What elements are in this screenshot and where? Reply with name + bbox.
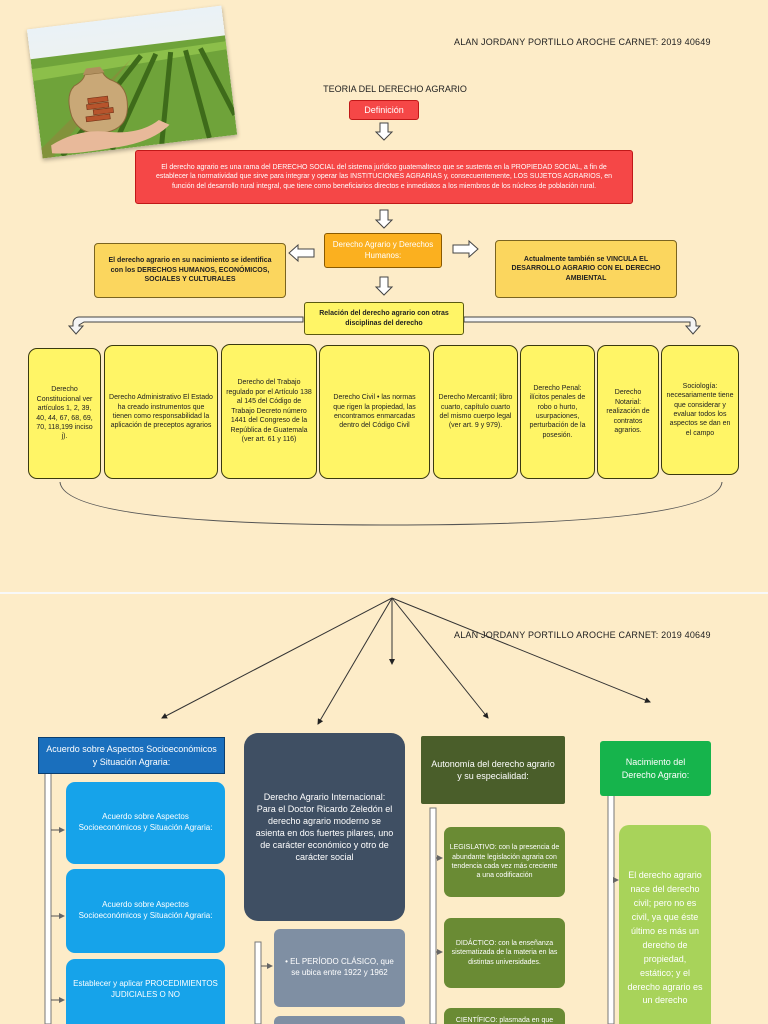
- arrow-down-icon: [374, 276, 394, 296]
- disciplina-text: Derecho Penal: ilícitos penales de robo …: [529, 384, 586, 439]
- col3-item: CIENTÍFICO: plasmada en que: [444, 1008, 565, 1024]
- arrow-left-icon: [288, 243, 315, 263]
- col2-item-text: • EL PERÍODO CLÁSICO, que se ubica entre…: [285, 957, 394, 977]
- arrow-down-icon: [374, 122, 394, 141]
- farm-image: [26, 5, 238, 159]
- col1-header: Acuerdo sobre Aspectos Socioeconómicos y…: [38, 737, 225, 774]
- author-line-2: ALAN JORDANY PORTILLO AROCHE CARNET: 201…: [454, 630, 711, 640]
- relacion-text: Relación del derecho agrario con otras d…: [319, 310, 449, 327]
- col1-item-text: Acuerdo sobre Aspectos Socioeconómicos y…: [78, 900, 213, 920]
- disciplina-trabajo: Derecho del Trabajo regulado por el Artí…: [221, 344, 317, 479]
- col3-item: LEGISLATIVO: con la presencia de abundan…: [444, 827, 565, 897]
- disciplina-text: Derecho Civil • las normas que rigen la …: [333, 394, 416, 430]
- col2-item-partial: [274, 1016, 405, 1024]
- disciplina-text: Derecho del Trabajo regulado por el Artí…: [226, 379, 312, 444]
- right-note-text: Actualmente también se VINCULA EL DESARR…: [511, 255, 661, 282]
- col3-header-text: Autonomía del derecho agrario y su espec…: [431, 758, 555, 781]
- disciplina-constitucional: Derecho Constitucional ver artículos 1, …: [28, 348, 101, 479]
- derechos-humanos-text: Derecho Agrario y Derechos Humanos:: [332, 239, 434, 260]
- col1-item: Establecer y aplicar PROCEDIMIENTOS JUDI…: [66, 959, 225, 1024]
- page-title: TEORIA DEL DERECHO AGRARIO: [323, 84, 467, 94]
- disciplina-penal: Derecho Penal: ilícitos penales de robo …: [520, 345, 595, 479]
- col4-header: Nacimiento del Derecho Agrario:: [600, 741, 711, 796]
- bracket-left: [67, 316, 304, 335]
- col3-item: DIDÁCTICO: con la enseñanza sistematizad…: [444, 918, 565, 988]
- disciplina-text: Sociología: necesariamente tiene que con…: [666, 382, 734, 437]
- col3-item-text: CIENTÍFICO: plasmada en que: [455, 1017, 554, 1024]
- disciplina-text: Derecho Mercantil; libro cuarto, capítul…: [438, 394, 513, 430]
- brace: [59, 481, 723, 526]
- arrow-right-icon: [452, 239, 479, 259]
- col1-header-text: Acuerdo sobre Aspectos Socioeconómicos y…: [46, 744, 217, 767]
- definicion-text: El derecho agrario es una rama del DEREC…: [155, 163, 613, 190]
- disciplina-mercantil: Derecho Mercantil; libro cuarto, capítul…: [433, 345, 518, 479]
- col4-item-text: El derecho agrario nace del derecho civi…: [627, 870, 703, 1006]
- derechos-humanos-box: Derecho Agrario y Derechos Humanos:: [324, 233, 442, 268]
- col2-item: • EL PERÍODO CLÁSICO, que se ubica entre…: [274, 929, 405, 1007]
- col1-item-text: Acuerdo sobre Aspectos Socioeconómicos y…: [78, 812, 213, 832]
- col4-header-text: Nacimiento del Derecho Agrario:: [621, 757, 690, 780]
- disciplina-notarial: Derecho Notarial: realización de contrat…: [597, 345, 659, 479]
- definicion-label-text: Definición: [364, 104, 404, 115]
- col2-header: Derecho Agrario Internacional: Para el D…: [244, 733, 405, 921]
- col2-header-text: Derecho Agrario Internacional: Para el D…: [255, 791, 394, 863]
- definicion-label: Definición: [349, 100, 419, 120]
- col1-item: Acuerdo sobre Aspectos Socioeconómicos y…: [66, 782, 225, 864]
- arrow-down-icon: [374, 209, 394, 229]
- disciplina-text: Derecho Administrativo El Estado ha crea…: [109, 394, 213, 430]
- bracket-right: [463, 316, 702, 335]
- disciplina-civil: Derecho Civil • las normas que rigen la …: [319, 345, 430, 479]
- right-note: Actualmente también se VINCULA EL DESARR…: [495, 240, 677, 298]
- author-line: ALAN JORDANY PORTILLO AROCHE CARNET: 201…: [454, 37, 711, 47]
- left-note: El derecho agrario en su nacimiento se i…: [94, 243, 286, 298]
- disciplina-administrativo: Derecho Administrativo El Estado ha crea…: [104, 345, 218, 479]
- col3-header: Autonomía del derecho agrario y su espec…: [421, 736, 565, 804]
- col4-item: El derecho agrario nace del derecho civi…: [619, 825, 711, 1024]
- col3-item-text: LEGISLATIVO: con la presencia de abundan…: [449, 844, 560, 880]
- disciplina-text: Derecho Notarial: realización de contrat…: [606, 389, 650, 435]
- col1-item: Acuerdo sobre Aspectos Socioeconómicos y…: [66, 869, 225, 953]
- disciplina-text: Derecho Constitucional ver artículos 1, …: [36, 386, 93, 441]
- col1-item-text: Establecer y aplicar PROCEDIMIENTOS JUDI…: [73, 979, 218, 999]
- col3-item-text: DIDÁCTICO: con la enseñanza sistematizad…: [451, 939, 558, 966]
- definicion-box: El derecho agrario es una rama del DEREC…: [135, 150, 633, 204]
- relacion-box: Relación del derecho agrario con otras d…: [304, 302, 464, 335]
- left-note-text: El derecho agrario en su nacimiento se i…: [108, 257, 272, 284]
- disciplina-sociologia: Sociología: necesariamente tiene que con…: [661, 345, 739, 475]
